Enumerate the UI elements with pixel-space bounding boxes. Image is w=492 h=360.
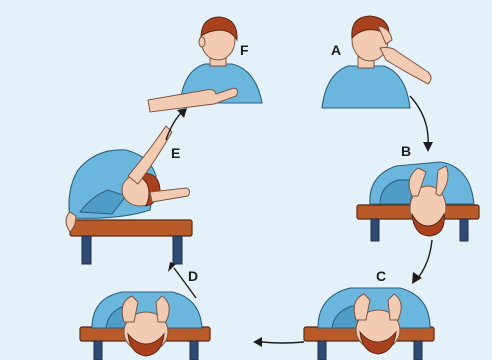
arrow-c-to-d bbox=[253, 337, 304, 347]
label-b: B bbox=[401, 144, 411, 158]
label-f: F bbox=[240, 43, 249, 57]
label-a: A bbox=[331, 43, 341, 57]
figure-f bbox=[148, 17, 262, 112]
arrow-a-to-b bbox=[410, 96, 433, 152]
figure-b bbox=[357, 162, 479, 241]
label-c: C bbox=[376, 269, 386, 283]
figure-d bbox=[80, 292, 210, 360]
figure-c bbox=[304, 288, 434, 360]
label-e: E bbox=[171, 146, 180, 160]
label-d: D bbox=[188, 269, 198, 283]
figure-a bbox=[322, 16, 431, 108]
arrow-b-to-c bbox=[412, 240, 432, 284]
